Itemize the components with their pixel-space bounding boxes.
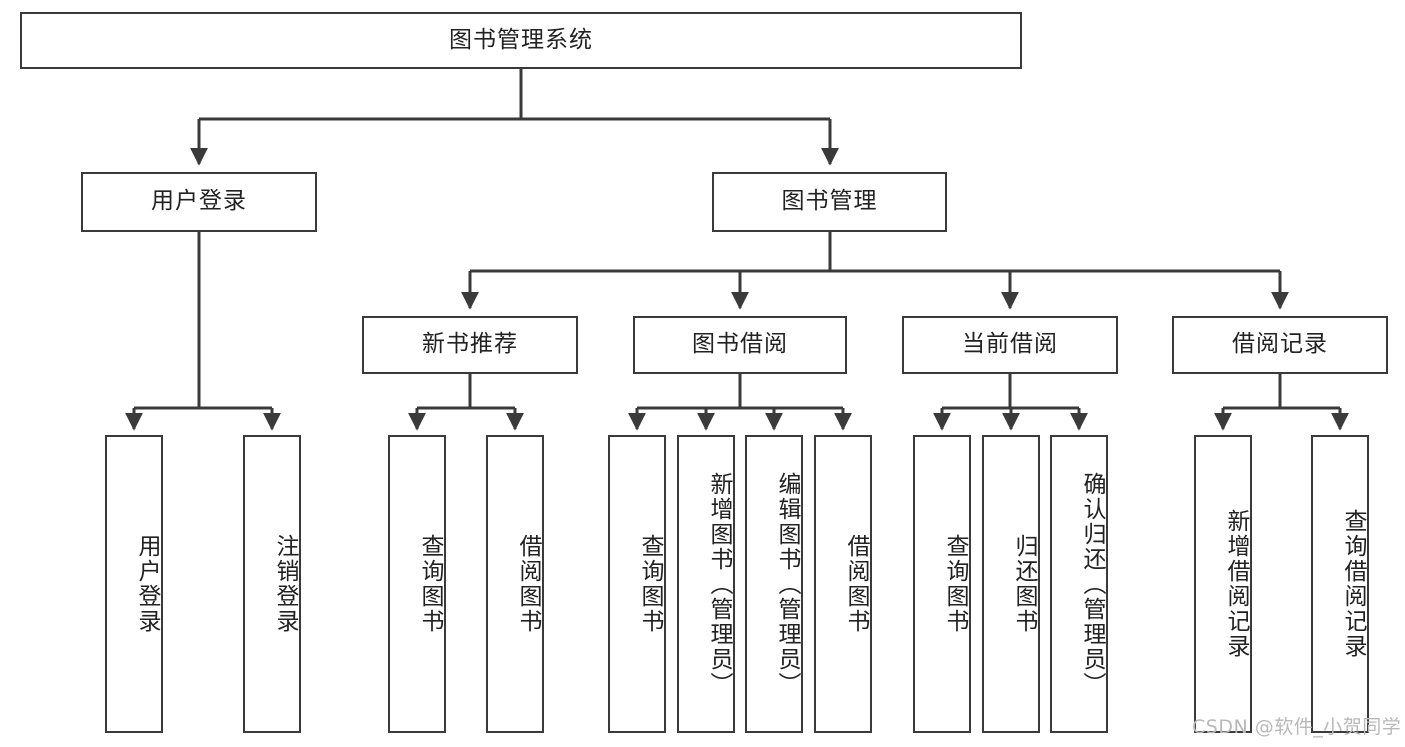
node-book-borrow[interactable]: 图书借阅 (633, 316, 847, 374)
leaf-node-label: 借阅图书 (515, 534, 541, 634)
leaf-node-label: 新增借阅记录 (1223, 509, 1249, 659)
leaf-node[interactable]: 归还图书 (982, 435, 1040, 733)
leaf-node-label: 查询图书 (637, 534, 663, 634)
node-root-label: 图书管理系统 (449, 26, 593, 53)
leaf-node[interactable]: 查询图书 (608, 435, 666, 733)
leaf-node[interactable]: 新增借阅记录 (1194, 435, 1252, 733)
leaf-node[interactable]: 确认归还（管理员） (1050, 435, 1108, 733)
node-book-management[interactable]: 图书管理 (712, 172, 947, 232)
node-root[interactable]: 图书管理系统 (20, 12, 1022, 69)
leaf-node-label: 编辑图书（管理员） (774, 471, 800, 697)
node-book-borrow-label: 图书借阅 (692, 331, 788, 358)
node-book-management-label: 图书管理 (781, 188, 878, 215)
leaf-node[interactable]: 注销登录 (243, 435, 301, 733)
node-borrow-record-label: 借阅记录 (1232, 331, 1328, 358)
leaf-node-label: 用户登录 (134, 534, 160, 634)
leaf-node[interactable]: 查询图书 (388, 435, 446, 733)
leaf-node[interactable]: 借阅图书 (814, 435, 872, 733)
leaf-node-label: 注销登录 (272, 534, 298, 634)
leaf-node-label: 查询图书 (417, 534, 443, 634)
leaf-node[interactable]: 查询图书 (913, 435, 971, 733)
node-borrow-record[interactable]: 借阅记录 (1172, 316, 1388, 374)
leaf-node-label: 新增图书（管理员） (706, 471, 732, 697)
watermark: CSDN @软件_小贺同学 (1192, 716, 1402, 738)
leaf-node-label: 查询图书 (942, 534, 968, 634)
leaf-node-label: 确认归还（管理员） (1079, 471, 1105, 697)
node-new-book-recommend-label: 新书推荐 (422, 331, 518, 358)
leaf-node[interactable]: 借阅图书 (486, 435, 544, 733)
leaf-node[interactable]: 新增图书（管理员） (677, 435, 735, 733)
leaf-node[interactable]: 编辑图书（管理员） (745, 435, 803, 733)
node-user-login[interactable]: 用户登录 (81, 172, 317, 232)
leaf-node-label: 借阅图书 (843, 534, 869, 634)
node-current-borrow-label: 当前借阅 (962, 331, 1058, 358)
leaf-node[interactable]: 查询借阅记录 (1311, 435, 1369, 733)
leaf-node-label: 归还图书 (1011, 534, 1037, 634)
node-new-book-recommend[interactable]: 新书推荐 (362, 316, 578, 374)
node-current-borrow[interactable]: 当前借阅 (902, 316, 1118, 374)
leaf-node-label: 查询借阅记录 (1340, 509, 1366, 659)
node-user-login-label: 用户登录 (151, 188, 247, 215)
leaf-node[interactable]: 用户登录 (105, 435, 163, 733)
